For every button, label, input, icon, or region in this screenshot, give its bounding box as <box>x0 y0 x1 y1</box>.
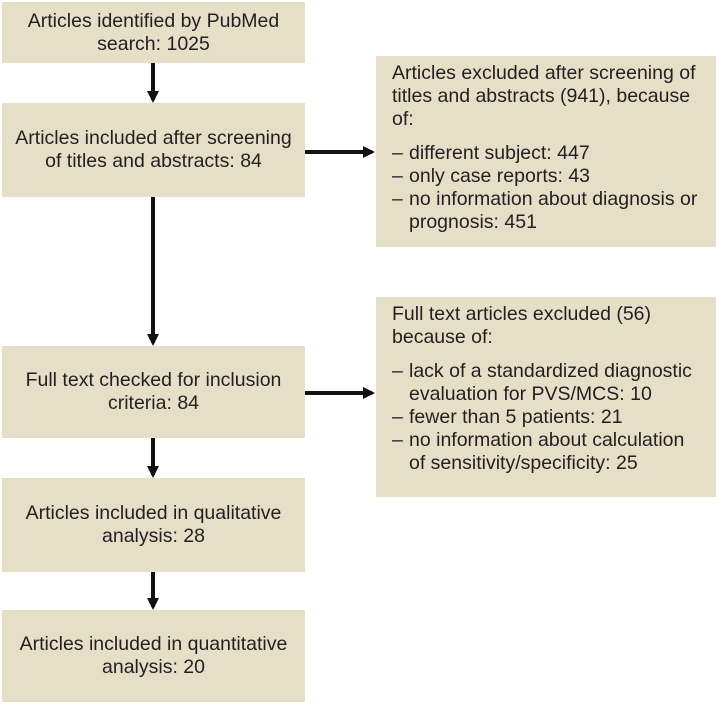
list-item: – fewer than 5 patients: 21 <box>392 406 706 429</box>
list-item-text: lack of a standardized diagnostic <box>409 360 692 382</box>
box-full-text-checked: Full text checked for inclusion criteria… <box>2 346 305 438</box>
box-qualitative: Articles included in qualitative analysi… <box>2 478 305 572</box>
list-item-text: fewer than 5 patients: 21 <box>409 406 623 428</box>
box-quantitative-line1: Articles included in quantitative <box>19 633 288 655</box>
box-after-screening-line2: of titles and abstracts: 84 <box>45 150 262 172</box>
box-qualitative-line1: Articles included in qualitative <box>25 502 282 524</box>
box-after-screening: Articles included after screening of tit… <box>2 103 305 197</box>
excluded-screening-intro: Articles excluded after screening of tit… <box>392 62 706 131</box>
box-pubmed-search-line1: Articles identified by PubMed <box>27 9 280 32</box>
list-item-text: of sensitivity/specificity: 25 <box>409 452 638 474</box>
box-excluded-screening: Articles excluded after screening of tit… <box>376 56 716 247</box>
dash-bullet: – <box>392 406 403 428</box>
list-item-text: only case reports: 43 <box>409 165 591 187</box>
dash-bullet: – <box>392 429 403 451</box>
excluded-full-text-list: – lack of a standardized diagnostic eval… <box>392 360 706 475</box>
dash-bullet: – <box>392 360 403 382</box>
excluded-full-text-intro: Full text articles excluded (56) because… <box>392 303 706 349</box>
box-pubmed-search-line2: search: 1025 <box>97 32 210 55</box>
list-item-text: different subject: 447 <box>409 142 590 164</box>
dash-bullet: – <box>392 188 403 210</box>
box-full-text-checked-line2: criteria: 84 <box>107 392 200 414</box>
excluded-screening-intro-line3: of: <box>392 108 414 130</box>
dash-bullet: – <box>392 165 403 187</box>
box-qualitative-line2: analysis: 28 <box>102 525 205 547</box>
box-quantitative: Articles included in quantitative analys… <box>2 610 305 702</box>
list-item-text: prognosis: 451 <box>409 211 537 233</box>
box-excluded-full-text: Full text articles excluded (56) because… <box>376 297 716 497</box>
excluded-screening-list: – different subject: 447 – only case rep… <box>392 142 706 234</box>
box-after-screening-line1: Articles included after screening <box>15 127 292 149</box>
excluded-full-text-intro-line2: because of: <box>392 326 493 348</box>
list-item: – only case reports: 43 <box>392 165 706 188</box>
list-item: – no information about calculation of se… <box>392 429 706 475</box>
excluded-screening-intro-line1: Articles excluded after screening of <box>392 62 696 84</box>
list-item-text: no information about diagnosis or <box>409 188 698 210</box>
list-item: – lack of a standardized diagnostic eval… <box>392 360 706 406</box>
list-item: – no information about diagnosis or prog… <box>392 188 706 234</box>
list-item: – different subject: 447 <box>392 142 706 165</box>
list-item-text: no information about calculation <box>409 429 685 451</box>
box-full-text-checked-line1: Full text checked for inclusion <box>25 369 282 391</box>
box-pubmed-search: Articles identified by PubMed search: 10… <box>2 2 305 63</box>
excluded-full-text-intro-line1: Full text articles excluded (56) <box>392 303 652 325</box>
list-item-text: evaluation for PVS/MCS: 10 <box>409 383 652 405</box>
box-quantitative-line2: analysis: 20 <box>102 656 205 678</box>
excluded-screening-intro-line2: titles and abstracts (941), because <box>392 85 691 107</box>
dash-bullet: – <box>392 142 403 164</box>
